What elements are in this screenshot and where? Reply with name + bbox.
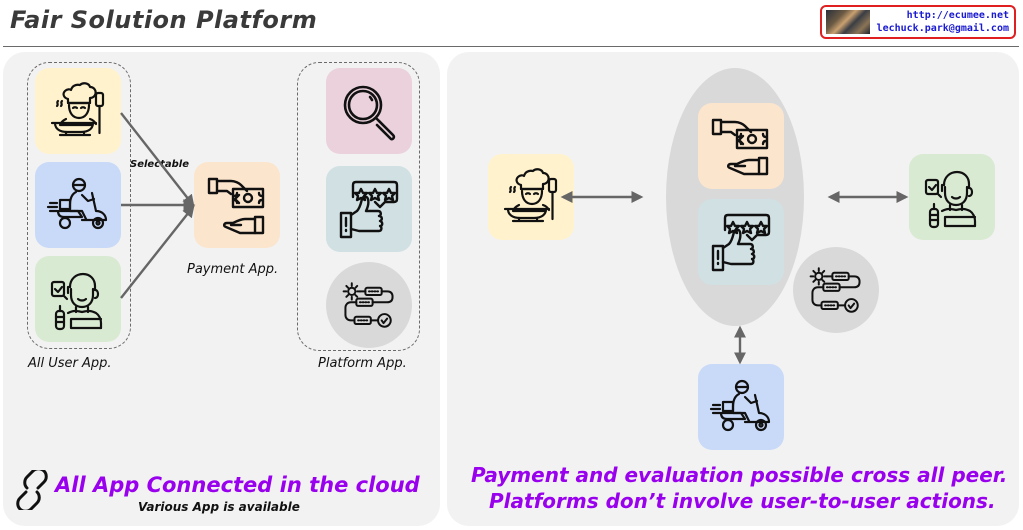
workflow-icon <box>342 282 394 328</box>
delivery-scooter-icon <box>46 177 108 230</box>
user-app-cook[interactable] <box>35 68 121 154</box>
title-divider <box>3 46 1019 47</box>
user-app-delivery[interactable] <box>35 162 121 248</box>
center-process[interactable] <box>793 247 879 333</box>
thumbs-up-rating-icon <box>339 180 399 239</box>
peer-cook[interactable] <box>488 154 574 240</box>
payment-hand-icon <box>207 177 265 235</box>
link-icon <box>16 470 48 510</box>
center-payment[interactable] <box>698 103 784 189</box>
user-app-group-label: All User App. <box>28 356 112 371</box>
right-footer-line1: Payment and evaluation possible cross al… <box>471 463 1008 487</box>
chef-icon <box>503 168 558 223</box>
platform-app-group-label: Platform App. <box>318 356 407 371</box>
contact-email[interactable]: lechuck.park@gmail.com <box>876 23 1009 34</box>
right-footer-line2: Platforms don’t involve user-to-user act… <box>489 489 996 513</box>
contact-url[interactable]: http://ecumee.net <box>906 10 1009 21</box>
peer-customer[interactable] <box>909 154 995 240</box>
customer-icon <box>50 272 103 331</box>
center-review[interactable] <box>698 199 784 285</box>
selectable-label: Selectable <box>130 159 190 170</box>
payment-hand-icon <box>711 118 769 176</box>
page-title: Fair Solution Platform <box>10 6 318 34</box>
platform-app-search[interactable] <box>326 68 412 154</box>
magnifier-icon <box>343 85 396 141</box>
payment-app[interactable] <box>194 162 280 248</box>
platform-app-group <box>297 62 420 351</box>
author-thumbnail <box>826 10 870 34</box>
platform-app-review[interactable] <box>326 166 412 252</box>
delivery-scooter-icon <box>709 379 771 432</box>
thumbs-up-rating-icon <box>711 213 771 272</box>
workflow-icon <box>809 267 861 313</box>
user-app-customer[interactable] <box>35 256 121 342</box>
left-footer-title: All App Connected in the cloud <box>55 473 420 497</box>
platform-app-process[interactable] <box>326 262 412 348</box>
chef-icon <box>50 82 105 137</box>
customer-icon <box>924 170 977 229</box>
payment-app-label: Payment App. <box>187 262 279 277</box>
contact-badge: http://ecumee.net lechuck.park@gmail.com <box>820 5 1016 39</box>
left-footer-subtitle: Various App is available <box>138 500 300 514</box>
peer-delivery[interactable] <box>698 364 784 450</box>
